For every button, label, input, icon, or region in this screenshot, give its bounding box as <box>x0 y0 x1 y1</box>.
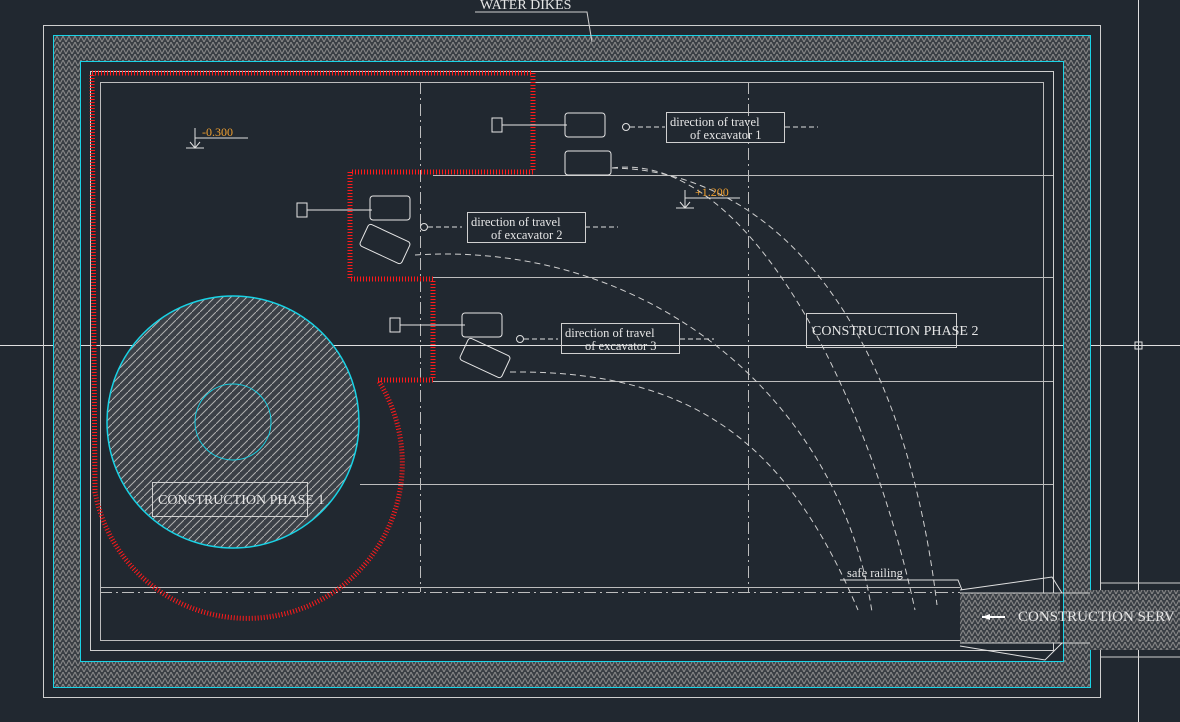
level-high-label: +1.200 <box>695 185 729 199</box>
excavator-3 <box>389 312 511 379</box>
label-frames <box>152 11 957 517</box>
dir2-line1: direction of travel <box>471 215 561 229</box>
water-dike <box>43 25 1101 698</box>
dir2-line2: of excavator 2 <box>491 228 563 242</box>
dir3-line2: of excavator 3 <box>585 339 657 353</box>
level-low-label: -0.300 <box>202 125 233 139</box>
phase-grid-lines <box>100 82 1053 593</box>
excavation-boundary <box>89 70 536 621</box>
phase1-label: CONSTRUCTION PHASE 1 <box>158 493 324 508</box>
excavator-travel-paths <box>414 166 938 613</box>
water-dikes-label: WATER DIKES <box>480 0 571 13</box>
safe-railing-label: safe railing <box>847 566 904 580</box>
dir1-line1: direction of travel <box>670 115 760 129</box>
construction-service-road <box>959 576 1180 661</box>
level-markers <box>186 128 740 209</box>
truck-1 <box>564 150 612 176</box>
excavator-1 <box>491 112 612 176</box>
phase2-label: CONSTRUCTION PHASE 2 <box>812 324 978 339</box>
service-road-label: CONSTRUCTION SERV <box>1018 609 1175 625</box>
dir3-line1: direction of travel <box>565 326 655 340</box>
phase1-excavation <box>106 295 360 549</box>
direction-arrows <box>420 123 818 343</box>
safe-railing <box>840 579 963 591</box>
excavator-2 <box>296 195 411 265</box>
dir1-line2: of excavator 1 <box>690 128 762 142</box>
